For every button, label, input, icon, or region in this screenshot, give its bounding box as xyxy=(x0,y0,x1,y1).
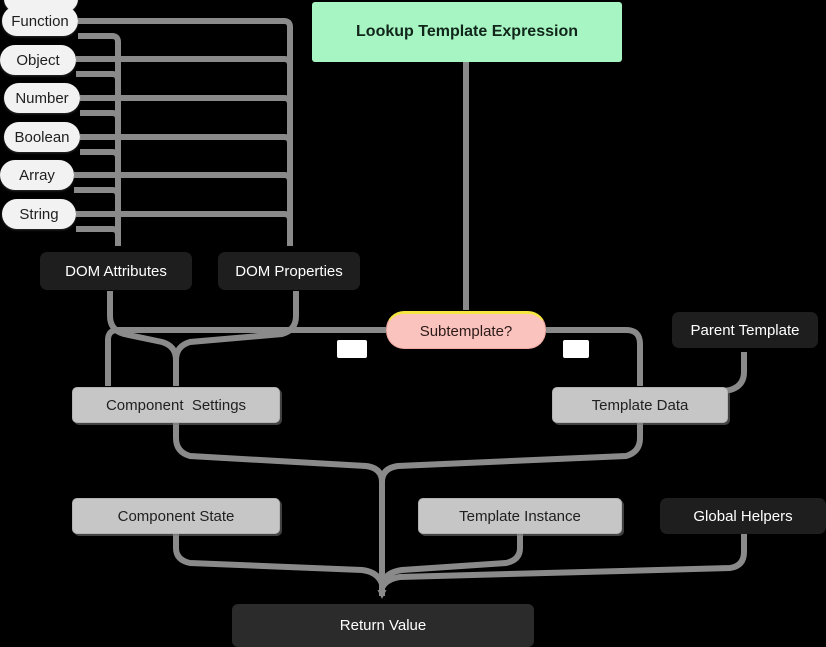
node-string-label: String xyxy=(19,205,59,223)
node-component-settings[interactable]: Component Settings xyxy=(72,387,280,423)
node-function-label: Function xyxy=(11,12,69,30)
node-dom-attributes[interactable]: DOM Attributes xyxy=(40,252,192,290)
edge-label-yes xyxy=(337,340,367,358)
node-component-settings-label: Component Settings xyxy=(105,396,247,414)
node-number-label: Number xyxy=(15,89,69,107)
node-lookup-template-expression[interactable]: Lookup Template Expression xyxy=(312,2,622,62)
node-component-state[interactable]: Component State xyxy=(72,498,280,534)
node-dom-attributes-label: DOM Attributes xyxy=(65,262,167,280)
node-dom-properties[interactable]: DOM Properties xyxy=(218,252,360,290)
node-template-instance-label: Template Instance xyxy=(459,507,581,525)
node-object[interactable]: Object xyxy=(0,45,76,75)
node-lookup-template-expression-label: Lookup Template Expression xyxy=(356,23,578,40)
node-return-value[interactable]: Return Value xyxy=(232,604,534,647)
node-array[interactable]: Array xyxy=(0,160,74,190)
node-boolean-label: Boolean xyxy=(14,128,70,146)
node-template-data-label: Template Data xyxy=(591,396,689,414)
node-component-state-label: Component State xyxy=(117,507,235,525)
node-subtemplate-decision[interactable]: Subtemplate? xyxy=(386,311,546,349)
node-global-helpers-label: Global Helpers xyxy=(693,507,793,525)
node-return-value-label: Return Value xyxy=(339,617,427,634)
node-global-helpers[interactable]: Global Helpers xyxy=(660,498,826,534)
node-parent-template-label: Parent Template xyxy=(690,321,800,339)
edge-label-no xyxy=(563,340,589,358)
node-parent-template[interactable]: Parent Template xyxy=(672,312,818,348)
node-string[interactable]: String xyxy=(2,199,76,229)
node-template-data[interactable]: Template Data xyxy=(552,387,728,423)
node-function[interactable]: Function xyxy=(2,6,78,36)
node-object-label: Object xyxy=(16,51,60,69)
node-subtemplate-label: Subtemplate? xyxy=(419,322,513,340)
node-dom-properties-label: DOM Properties xyxy=(235,262,343,280)
node-boolean[interactable]: Boolean xyxy=(4,122,80,152)
node-number[interactable]: Number xyxy=(4,83,80,113)
node-template-instance[interactable]: Template Instance xyxy=(418,498,622,534)
node-array-label: Array xyxy=(19,166,55,184)
